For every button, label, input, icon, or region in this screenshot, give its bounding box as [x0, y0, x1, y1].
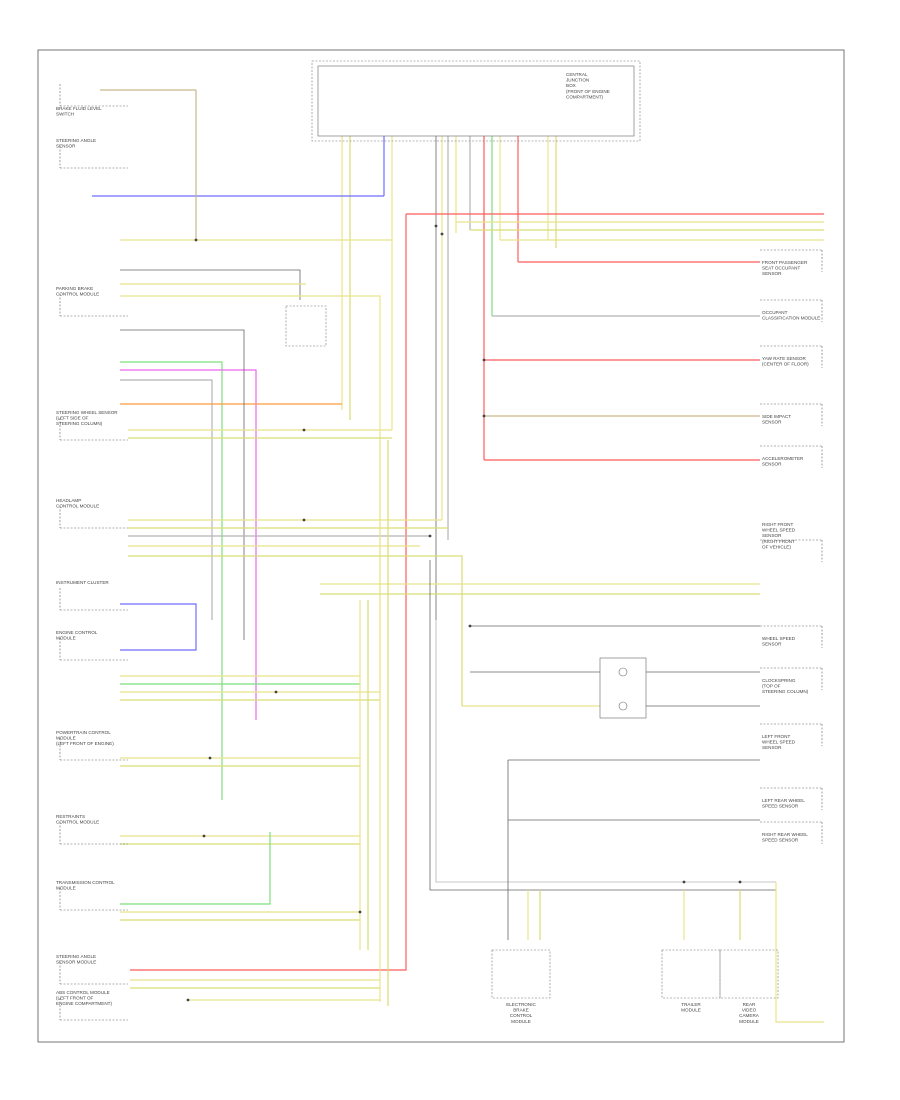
splice-14 [186, 998, 190, 1002]
inline-components [285, 305, 647, 719]
splice-11 [208, 756, 212, 760]
wire-l2 [120, 269, 301, 300]
wire-l7 [120, 379, 213, 620]
wire-l9 [120, 329, 245, 640]
wire-tcm-1 [120, 832, 271, 905]
clockspring-body [599, 657, 647, 719]
splice-12 [202, 834, 206, 838]
wire-l4 [120, 295, 381, 720]
splice-8 [468, 624, 472, 628]
inline-module-box [285, 305, 327, 347]
splice-15 [274, 690, 278, 694]
diagram-frame [37, 49, 845, 1043]
splice-6 [302, 518, 306, 522]
wire-red-down [130, 214, 407, 971]
left-component-5: INSTRUMENT CLUSTER [56, 580, 128, 611]
splice-4 [482, 414, 486, 418]
wire-camera-1 [775, 882, 824, 1023]
wire-l5 [120, 361, 223, 800]
splice-3 [482, 358, 486, 362]
splice-13 [358, 910, 362, 914]
splice-9 [682, 880, 686, 884]
clockspring-coil-1 [618, 667, 628, 677]
splice-5 [302, 428, 306, 432]
splice-1 [434, 224, 438, 228]
wire-ic-loop [120, 603, 197, 651]
wire-layer [92, 89, 824, 1023]
splice-2 [440, 232, 444, 236]
splice-7 [428, 534, 432, 538]
clockspring-coil-2 [618, 701, 628, 711]
wire-hl-5 [128, 555, 463, 706]
splice-0 [194, 238, 198, 242]
left-component-label-5: INSTRUMENT CLUSTER [56, 580, 109, 585]
wire-l6 [120, 369, 257, 720]
wire-bottom-1 [429, 560, 776, 891]
splice-10 [738, 880, 742, 884]
right-component-label-2: YAW RATE SENSOR(CENTER OF FLOOR) [762, 356, 809, 367]
right-component-2: YAW RATE SENSOR(CENTER OF FLOOR) [760, 345, 823, 368]
wire-bottom-2 [435, 620, 776, 883]
